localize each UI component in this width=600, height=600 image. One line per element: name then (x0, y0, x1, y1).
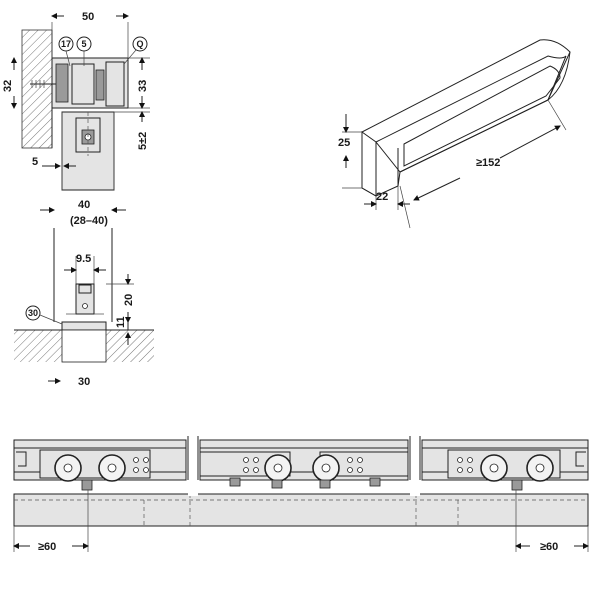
wall-hatch (21, 29, 53, 149)
dim-height-25: 25 (338, 137, 350, 149)
dim-depth-22: 22 (376, 191, 388, 203)
floor-guide-base (61, 321, 107, 331)
recessed-handle-body (361, 39, 571, 197)
dim-height-33: 33 (137, 80, 149, 92)
dim-width-50: 50 (82, 11, 94, 23)
callout-5: 5 (81, 39, 86, 49)
callout-17: 17 (61, 39, 71, 49)
dim-bottom-30: 30 (78, 376, 90, 388)
callout-30: 30 (28, 308, 38, 318)
dim-height-20: 20 (123, 294, 135, 306)
track-view: 40 (28–40) 9.5 30 20 11 30 (14, 199, 154, 388)
dim-height-32: 32 (2, 80, 14, 92)
dim-offset-5: 5 (32, 156, 38, 168)
dim-right-60: ≥60 (540, 541, 558, 553)
rail-segment-middle (199, 439, 409, 481)
door-panel-front (13, 493, 589, 527)
dim-length-152: ≥152 (476, 157, 500, 169)
dim-gap: 5±2 (137, 132, 149, 150)
dim-width-40: 40 (78, 199, 90, 211)
dim-base-11: 11 (115, 316, 127, 328)
dim-left-60: ≥60 (38, 541, 56, 553)
handle-view: 25 22 ≥152 (338, 39, 571, 229)
mounting-holes (133, 457, 473, 473)
dim-inner-9-5: 9.5 (76, 253, 91, 265)
section-view: 50 32 33 5±2 5 17 5 Q (2, 11, 150, 191)
bottom-view: ≥60 ≥60 (13, 436, 589, 553)
callout-q: Q (136, 39, 143, 49)
dim-width-range: (28–40) (70, 215, 108, 227)
